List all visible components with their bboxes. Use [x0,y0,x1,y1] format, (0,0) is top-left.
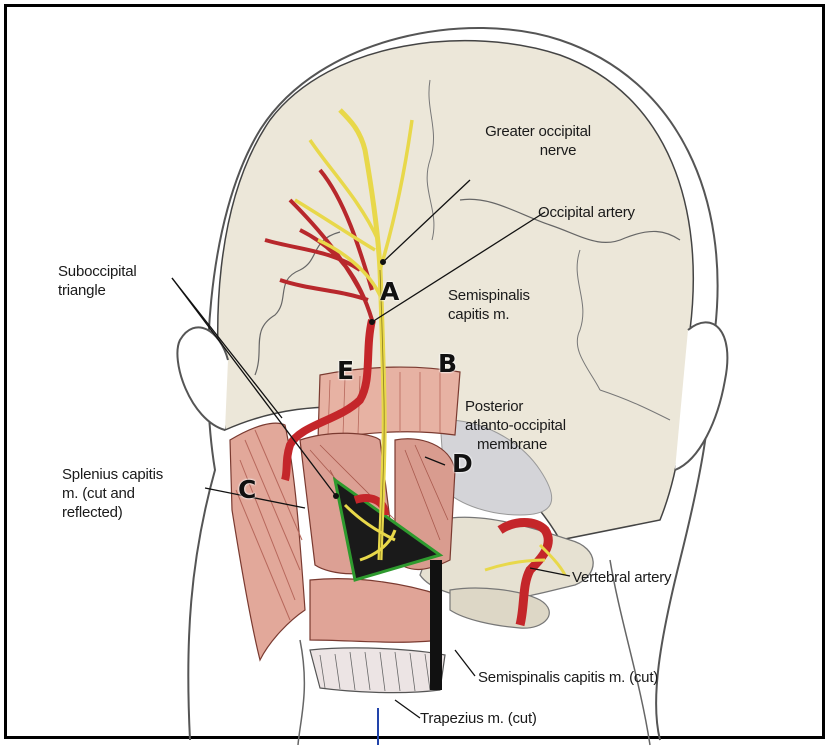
semispinalis-capitis-line-1: Semispinalis [448,286,530,305]
trapezius-cut-label: Trapezius m. (cut) [420,709,537,728]
greater-occipital-nerve-label: Greater occipital nerve [463,122,613,160]
greater-occipital-nerve-line-1: Greater occipital [463,122,613,141]
splenius-line-3: reflected) [62,503,163,522]
marker-d: D [452,450,473,478]
marker-c: C [238,476,256,504]
vertebral-artery-label: Vertebral artery [572,568,671,587]
suboccipital-triangle-line-2: triangle [58,281,136,300]
semispinalis-capitis-line-2: capitis m. [448,305,530,324]
greater-occipital-nerve-line-2: nerve [503,141,613,160]
suboccipital-triangle-label: Suboccipital triangle [58,262,136,300]
semispinalis-capitis-cut-label: Semispinalis capitis m. (cut) [478,668,658,687]
marker-b: B [438,350,457,378]
marker-e: E [337,357,354,385]
occipital-artery-label: Occipital artery [538,203,635,222]
splenius-capitis-label: Splenius capitis m. (cut and reflected) [62,465,163,522]
splenius-line-1: Splenius capitis [62,465,163,484]
splenius-line-2: m. (cut and [62,484,163,503]
marker-a: A [380,278,399,306]
posterior-atlanto-occipital-membrane-label: Posterior atlanto-occipital membrane [465,397,566,454]
membrane-line-2: atlanto-occipital [465,416,566,435]
suboccipital-triangle-line-1: Suboccipital [58,262,136,281]
membrane-line-1: Posterior [465,397,566,416]
semispinalis-capitis-label: Semispinalis capitis m. [448,286,530,324]
semispinalis-capitis-cut-muscle [310,579,440,643]
membrane-line-3: membrane [477,435,566,454]
